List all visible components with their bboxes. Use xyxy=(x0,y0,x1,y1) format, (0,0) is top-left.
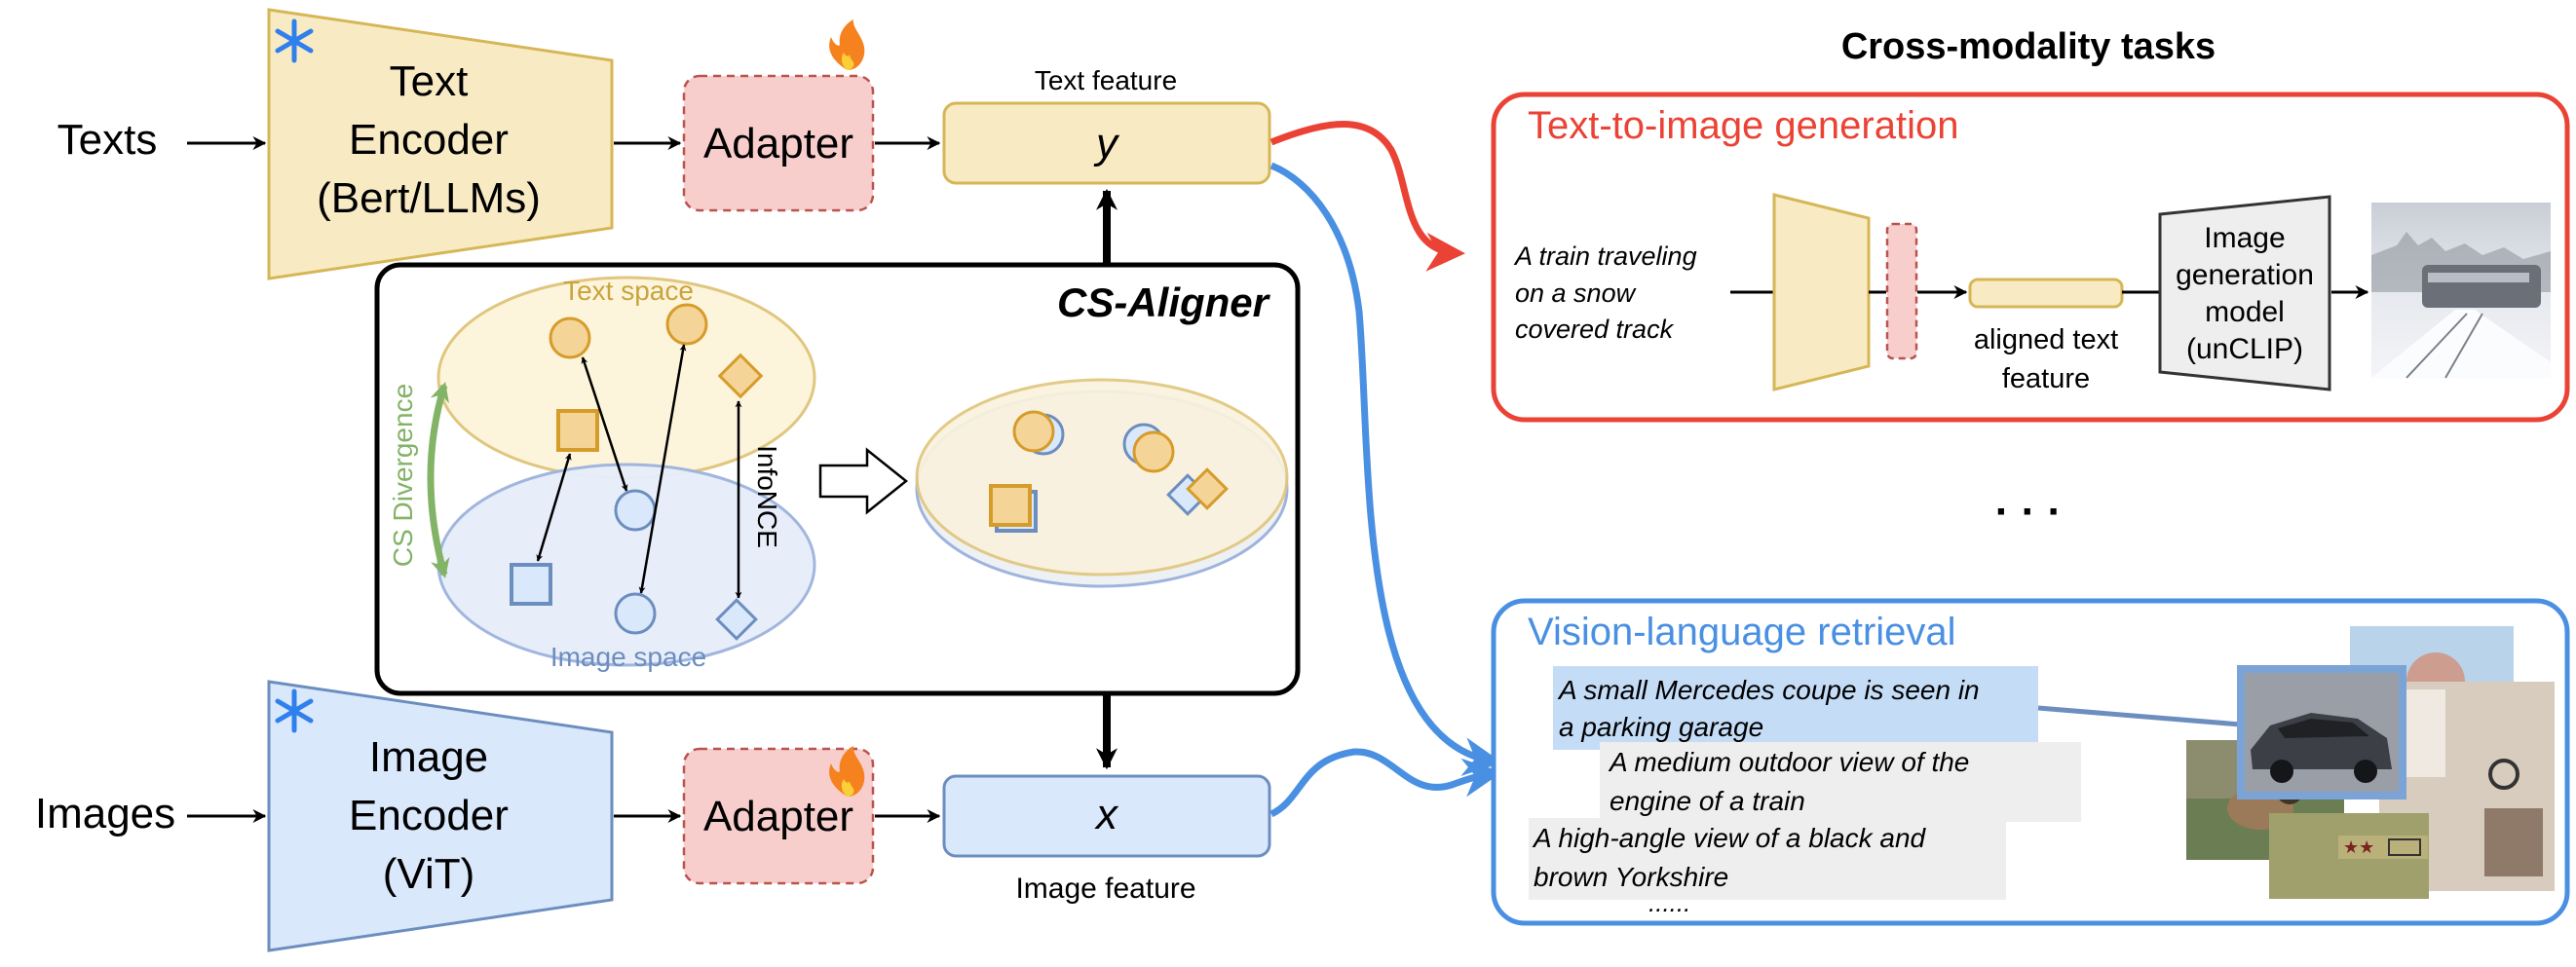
t2i-generation-model-shape xyxy=(2158,195,2331,391)
t2i-prompt-line1: A train traveling xyxy=(1513,242,1697,271)
t2i-prompt-line2: on a snow xyxy=(1515,279,1637,308)
infonce-pairing-arrows xyxy=(536,344,742,599)
retrieval-image-collage: ★★ xyxy=(2186,626,2555,899)
t2i-model-line3: model xyxy=(2205,296,2285,328)
text-adapter: Adapter xyxy=(682,19,875,212)
retrieval-match-line xyxy=(2037,705,2242,727)
aligned-text-square xyxy=(989,484,1032,527)
image-to-retrieval-connector xyxy=(1269,748,1502,818)
cs-aligner-panel: CS-Aligner Text space Image space CS Div… xyxy=(374,262,1301,696)
image-encoder: Image Encoder (ViT) xyxy=(267,680,614,952)
t2i-text-encoder-shape xyxy=(1772,193,1871,391)
images-input-label: Images xyxy=(35,790,175,837)
snowflake-icon xyxy=(275,688,314,733)
retrieval-caption-3-bg xyxy=(1529,818,2006,900)
text-point-square xyxy=(556,409,599,452)
retrieval-caption-2-bg xyxy=(1600,742,2081,822)
adapter-label: Adapter xyxy=(703,120,853,167)
text-feature-box: y xyxy=(942,101,1271,185)
transform-hollow-arrow xyxy=(818,447,909,515)
retrieval-panel: Vision-language retrieval A small Merced… xyxy=(1491,598,2570,926)
text-to-image-panel: Text-to-image generation A train traveli… xyxy=(1491,92,2570,423)
aligned-text-ellipse xyxy=(915,378,1289,576)
aligned-text-diamond xyxy=(1186,467,1229,510)
adapter-label: Adapter xyxy=(703,793,853,840)
cs-aligner-title: CS-Aligner xyxy=(1057,279,1271,325)
image-encoder-line3: (ViT) xyxy=(383,850,475,898)
t2i-title: Text-to-image generation xyxy=(1528,104,1958,147)
retrieval-caption-1-line2: a parking garage xyxy=(1559,712,1763,742)
text-encoder-line2: Encoder xyxy=(349,116,509,164)
text-feature-caption: Text feature xyxy=(1035,65,1177,95)
t2i-prompt-line3: covered track xyxy=(1515,315,1675,344)
infonce-label: InfoNCE xyxy=(752,445,782,548)
image-point-circle xyxy=(614,592,657,635)
image-feature-symbol: x xyxy=(1094,791,1119,838)
retrieval-caption-3-line2: brown Yorkshire xyxy=(1534,862,1728,892)
cs-divergence-arrow xyxy=(427,382,450,578)
svg-text:★★: ★★ xyxy=(2343,837,2374,857)
flame-icon xyxy=(829,746,865,797)
retrieval-caption-1-highlight xyxy=(1553,666,2038,750)
aligned-text-circle xyxy=(1132,430,1175,473)
image-point-diamond xyxy=(715,598,758,641)
image-point-circle xyxy=(614,489,657,532)
image-feature-caption: Image feature xyxy=(1015,873,1195,905)
retrieval-more: ...... xyxy=(1648,888,1690,917)
t2i-aligned-feature-box xyxy=(1968,278,2124,309)
text-to-generation-connector xyxy=(1269,121,1465,272)
snowflake-icon xyxy=(275,19,314,63)
text-point-circle xyxy=(665,303,708,346)
retrieval-caption-2-line1: A medium outdoor view of the xyxy=(1608,747,1969,777)
retrieval-caption-3-line1: A high-angle view of a black and xyxy=(1532,823,1927,853)
image-point-square xyxy=(510,563,552,606)
retrieval-caption-1-line1: A small Mercedes coupe is seen in xyxy=(1557,675,1980,705)
aligned-text-circle xyxy=(1012,410,1055,453)
text-encoder: Text Encoder (Bert/LLMs) xyxy=(267,8,614,280)
tasks-heading: Cross-modality tasks xyxy=(1841,26,2216,67)
cs-divergence-label: CS Divergence xyxy=(388,384,418,567)
image-encoder-line1: Image xyxy=(369,733,488,781)
text-encoder-line3: (Bert/LLMs) xyxy=(317,174,541,222)
image-feature-box: x xyxy=(942,774,1271,858)
t2i-model-line2: generation xyxy=(2176,259,2314,291)
text-space-label: Text space xyxy=(563,276,694,306)
flame-icon xyxy=(829,19,865,70)
text-point-circle xyxy=(549,316,591,359)
retrieval-caption-2-line2: engine of a train xyxy=(1610,786,1805,816)
t2i-model-line1: Image xyxy=(2204,222,2285,254)
generated-snow-train-image xyxy=(2371,203,2551,379)
tasks-ellipsis: · · · xyxy=(1995,488,2062,536)
train-engine-thumbnail: ★★ xyxy=(2269,813,2429,899)
mercedes-car-thumbnail xyxy=(2237,665,2406,800)
t2i-adapter-shape xyxy=(1885,222,1918,360)
image-encoder-line2: Encoder xyxy=(349,792,509,839)
image-space-label: Image space xyxy=(550,642,706,672)
texts-input-label: Texts xyxy=(57,116,158,164)
retrieval-title: Vision-language retrieval xyxy=(1528,611,1956,653)
image-adapter: Adapter xyxy=(682,746,875,885)
t2i-aligned-label-line2: feature xyxy=(2002,363,2090,394)
text-to-retrieval-connector xyxy=(1269,162,1502,776)
t2i-aligned-label-line1: aligned text xyxy=(1974,324,2118,355)
text-feature-symbol: y xyxy=(1093,120,1120,167)
t2i-model-line4: (unCLIP) xyxy=(2186,333,2303,365)
text-point-diamond xyxy=(717,353,764,399)
text-encoder-line1: Text xyxy=(390,57,469,105)
